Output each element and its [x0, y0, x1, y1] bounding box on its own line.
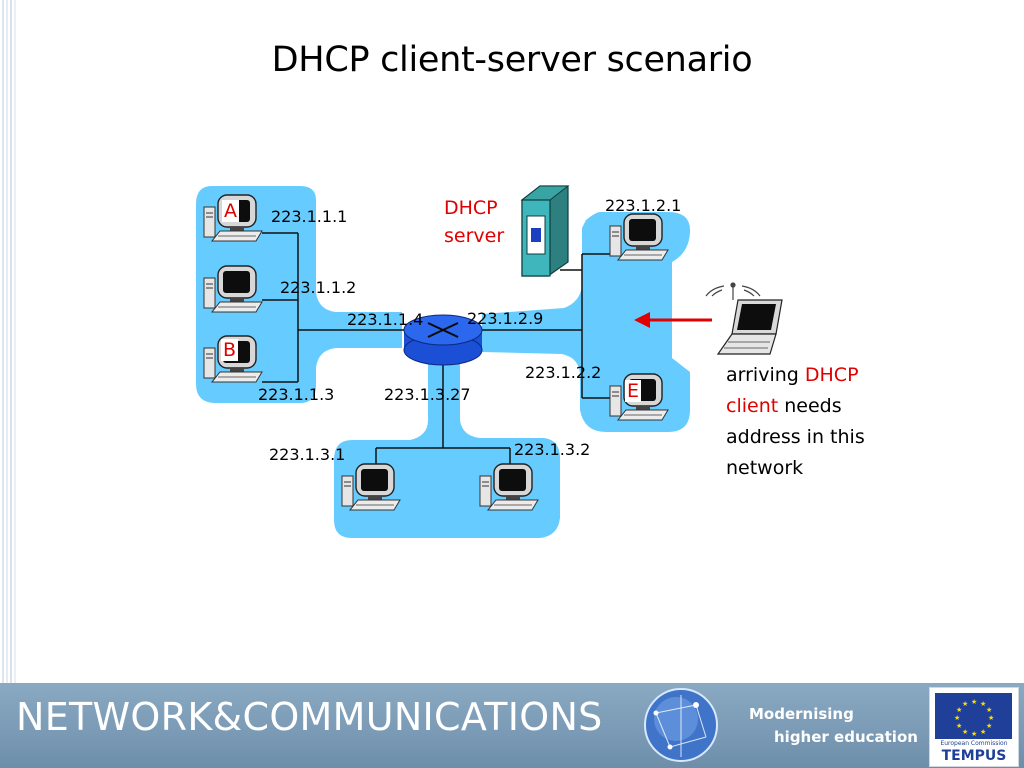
dhcp-server-label-line2: server [444, 225, 505, 247]
svg-text:★: ★ [962, 700, 968, 708]
laptop-icon [716, 299, 783, 355]
tempus-text: TEMPUS [941, 748, 1007, 764]
caption-needs: needs [778, 395, 842, 417]
footer-tagline-line2: higher education [774, 728, 918, 746]
svg-text:★: ★ [980, 728, 986, 736]
ip-label-223-1-3-1: 223.1.3.1 [269, 445, 346, 464]
ip-label-router-subnet3: 223.1.3.27 [384, 385, 471, 404]
footer-tagline-line1: Modernising [749, 705, 854, 723]
dhcp-server-icon [520, 185, 570, 277]
globe-icon [644, 688, 718, 762]
svg-text:★: ★ [962, 728, 968, 736]
footer-title: NETWORK&COMMUNICATIONS [16, 695, 603, 739]
host-a-label: A [222, 200, 239, 222]
svg-text:★: ★ [971, 698, 977, 706]
svg-text:★: ★ [971, 730, 977, 738]
svg-text:★: ★ [986, 722, 992, 730]
slide-title: DHCP client-server scenario [271, 40, 753, 80]
host-b-label: B [221, 339, 239, 361]
caption-line3: address in this [726, 426, 865, 448]
ip-label-b: 223.1.1.3 [258, 385, 335, 404]
arriving-arrow [634, 312, 712, 328]
dhcp-server-label-line1: DHCP [444, 197, 498, 219]
host-e-label: E [625, 380, 642, 402]
caption-client: client [726, 395, 779, 417]
network-diagram [196, 185, 783, 538]
ip-label-223-1-2-1: 223.1.2.1 [605, 196, 682, 215]
svg-text:★: ★ [988, 714, 994, 722]
ip-label-223-1-3-2: 223.1.3.2 [514, 440, 591, 459]
ip-label-a: 223.1.1.1 [271, 207, 348, 226]
footer-bar: NETWORK&COMMUNICATIONS Modernising highe… [0, 683, 1024, 768]
ip-label-router-subnet2: 223.1.2.9 [467, 309, 544, 328]
eu-tempus-logo: ★★★ ★★★ ★★★ ★★★ European Commission TEMP… [929, 687, 1019, 767]
svg-text:★: ★ [980, 700, 986, 708]
caption-prefix: arriving [726, 364, 805, 386]
svg-text:★: ★ [986, 706, 992, 714]
router-icon [403, 314, 483, 366]
ip-label-223-1-1-2: 223.1.1.2 [280, 278, 357, 297]
ip-label-e: 223.1.2.2 [525, 363, 602, 382]
wireless-signal-icon [705, 282, 761, 300]
caption-dhcp: DHCP [804, 364, 859, 386]
eu-commission-text: European Commission [940, 740, 1008, 747]
ip-label-router-subnet1: 223.1.1.4 [347, 310, 424, 329]
svg-text:★: ★ [956, 722, 962, 730]
svg-text:★: ★ [956, 706, 962, 714]
left-border-decoration [2, 0, 16, 683]
dhcp-server-label: DHCP server [444, 194, 504, 250]
caption-line4: network [726, 457, 804, 479]
arriving-client-caption: arriving DHCP client needs address in th… [726, 360, 896, 484]
eu-flag-icon: ★★★ ★★★ ★★★ ★★★ [935, 693, 1012, 739]
svg-text:★: ★ [954, 714, 960, 722]
